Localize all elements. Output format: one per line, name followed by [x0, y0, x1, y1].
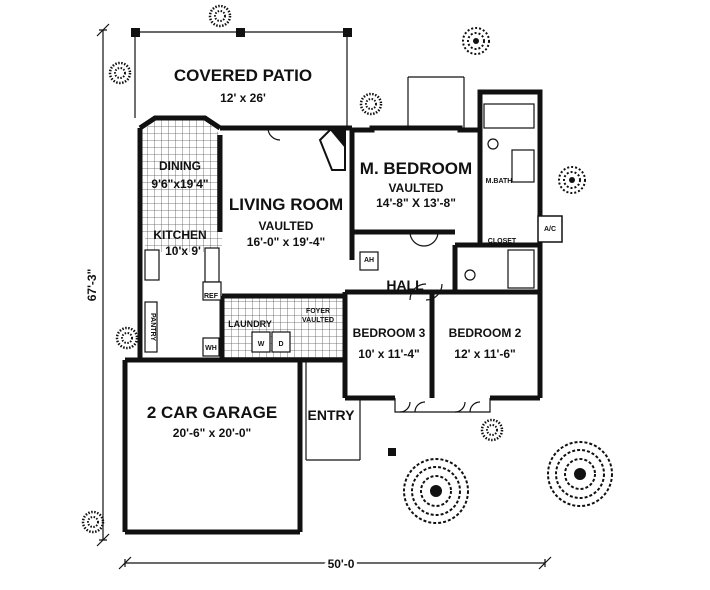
tree	[462, 27, 490, 55]
washer	[251, 331, 271, 353]
living-room-note: VAULTED	[259, 219, 314, 233]
ah-label: AH	[364, 257, 374, 264]
water-heater	[202, 337, 220, 357]
post	[388, 448, 396, 456]
covered-patio-size: 12' x 26'	[220, 91, 266, 105]
pantry-box	[144, 301, 158, 353]
refrigerator	[202, 281, 222, 301]
width-dimension-line	[118, 556, 552, 570]
width-dimension: 50'-0	[328, 557, 355, 571]
m-bath-label: M.BATH	[486, 178, 513, 185]
shrub	[108, 61, 132, 85]
closet-label: CLOSET	[488, 238, 517, 245]
kitchen-label: KITCHEN	[153, 228, 206, 242]
depth-dimension: 67'-3"	[85, 269, 99, 302]
washer-label: W	[258, 341, 265, 348]
ac-label: A/C	[544, 226, 556, 233]
laundry-label: LAUNDRY	[228, 319, 272, 329]
tub	[483, 103, 535, 129]
bedroom3-label: BEDROOM 3	[353, 326, 426, 340]
tree	[558, 166, 586, 194]
m-bedroom-label: M. BEDROOM	[360, 159, 472, 178]
entry-label: ENTRY	[308, 407, 356, 423]
dining-size: 9'6"x19'4"	[151, 177, 208, 191]
shrub	[359, 92, 383, 116]
patio-posts	[131, 28, 396, 456]
covered-patio-label: COVERED PATIO	[174, 66, 312, 85]
shrub	[480, 418, 504, 442]
garage-label: 2 CAR GARAGE	[147, 403, 277, 422]
shower	[511, 149, 535, 183]
kitchen-sink	[144, 249, 160, 281]
tree	[547, 441, 613, 507]
shrub	[81, 510, 105, 534]
shrub	[208, 4, 232, 28]
hall-toilet	[464, 269, 476, 281]
garage-size: 20'-6" x 20'-0"	[173, 426, 251, 440]
dining-label: DINING	[159, 159, 201, 173]
range	[204, 247, 220, 283]
toilet	[487, 138, 499, 150]
air-handler	[359, 251, 379, 271]
bedroom2-size: 12' x 11'-6"	[454, 347, 515, 361]
bedroom2-label: BEDROOM 2	[449, 326, 522, 340]
kitchen-size: 10'x 9'	[165, 244, 201, 258]
bedroom3-size: 10' x 11'-4"	[358, 347, 419, 361]
pantry-label: PANTRY	[149, 313, 156, 341]
foyer-label: FOYER	[306, 308, 330, 315]
ref-label: REF	[204, 293, 219, 300]
tree	[403, 458, 469, 524]
hall-label: HALL	[386, 277, 424, 293]
m-bedroom-note: VAULTED	[389, 181, 444, 195]
foyer-note: VAULTED	[302, 317, 334, 324]
dryer-label: D	[278, 341, 283, 348]
hall-tub	[507, 249, 535, 289]
living-room-label: LIVING ROOM	[229, 195, 343, 214]
wh-label: WH	[205, 345, 217, 352]
dryer	[271, 331, 291, 353]
depth-dimension-line	[96, 23, 110, 547]
m-bedroom-size: 14'-8" X 13'-8"	[376, 196, 456, 210]
walls	[122, 76, 563, 535]
shrub	[115, 326, 139, 350]
fixtures	[144, 103, 535, 413]
living-room-size: 16'-0" x 19'-4"	[247, 235, 325, 249]
